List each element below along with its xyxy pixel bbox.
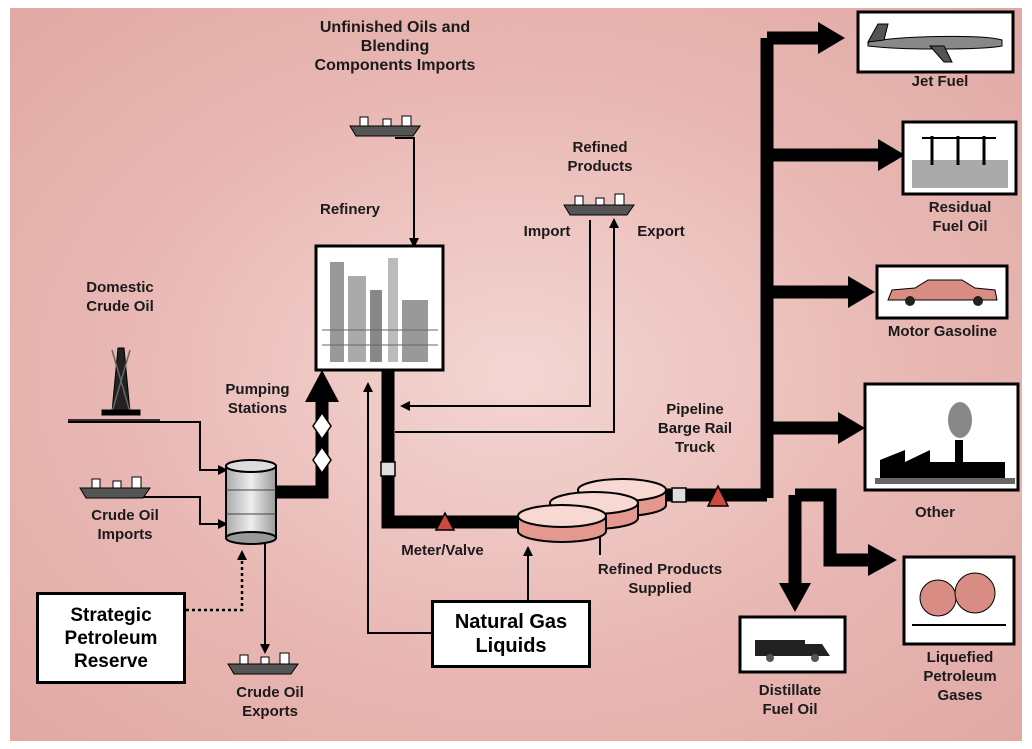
unfinished-oils-label: Unfinished Oils and Blending Components … (314, 19, 476, 74)
pumping-station-diamond-2 (312, 445, 332, 475)
pumping-arrowhead (305, 370, 339, 402)
thin-flow-lines (68, 137, 619, 654)
oil-derrick-icon (68, 347, 160, 421)
lpg-label: Liquefied Petroleum Gases (923, 649, 997, 704)
refinery-valve-square (380, 461, 396, 477)
jet-fuel-airplane-icon (856, 10, 1015, 74)
pipeline-meter-triangle (706, 484, 730, 507)
motor-gasoline-label: Motor Gasoline (887, 323, 998, 340)
refinery-output-line (381, 370, 528, 529)
crude-storage-tank-icon (225, 459, 277, 545)
crude-oil-exports-label: Crude Oil Exports (236, 684, 304, 720)
pumping-station-diamond-1 (312, 411, 332, 441)
distillate-arrowhead (779, 583, 811, 612)
spr-box: Strategic Petroleum Reserve (36, 592, 186, 684)
crude-imports-ship-icon (79, 476, 151, 499)
gasoline-arrowhead (848, 276, 875, 308)
lpg-spheres-icon (902, 555, 1016, 646)
motor-gasoline-car-icon (875, 264, 1009, 320)
pipeline-valve-square (671, 487, 687, 503)
distillate-label: Distillate Fuel Oil (758, 682, 822, 718)
refined-products-ship-icon (563, 193, 635, 216)
refined-supplied-label: Refined Products Supplied (597, 561, 723, 597)
crude-imports-arrow (140, 496, 228, 529)
unfinished-oils-ship-icon (349, 115, 421, 137)
residual-arrowhead (878, 139, 905, 171)
refined-import-arrow (400, 220, 591, 411)
residual-fuel-powerline-icon (901, 120, 1018, 196)
pipeline-label: Pipeline Barge Rail Truck (657, 401, 733, 456)
refined-products-label: Refined Products (567, 139, 633, 175)
domestic-crude-arrow (68, 421, 228, 475)
other-label: Other (914, 504, 955, 521)
residual-fuel-label: Residual Fuel Oil (928, 199, 992, 235)
crude-exports-ship-icon (227, 652, 299, 675)
lpg-branch (795, 488, 870, 567)
export-label: Export (637, 223, 685, 240)
ngl-to-refinery-arrow (363, 382, 433, 634)
refined-export-arrow (395, 218, 619, 433)
spr-dotted-line (186, 550, 247, 612)
other-arrowhead (838, 412, 865, 444)
jet-fuel-label: Jet Fuel (911, 73, 969, 90)
meter-valve-triangle (434, 511, 456, 531)
meter-valve-label: Meter/Valve (401, 542, 484, 559)
domestic-crude-label: Domestic Crude Oil (86, 279, 154, 315)
thick-arrowheads (305, 22, 905, 612)
product-storage-tanks (517, 478, 667, 543)
unfinished-oils-arrow (395, 137, 419, 248)
ngl-box: Natural Gas Liquids (431, 600, 591, 668)
distillate-truck-icon (738, 615, 847, 674)
import-label: Import (523, 223, 571, 240)
lpg-arrowhead (868, 544, 897, 576)
refinery-icon (314, 244, 445, 372)
refinery-label: Refinery (319, 201, 381, 218)
pumping-stations-label: Pumping Stations (225, 381, 290, 417)
jet-fuel-arrowhead (818, 22, 845, 54)
crude-oil-imports-label: Crude Oil Imports (91, 507, 159, 543)
other-factory-icon (863, 382, 1020, 492)
